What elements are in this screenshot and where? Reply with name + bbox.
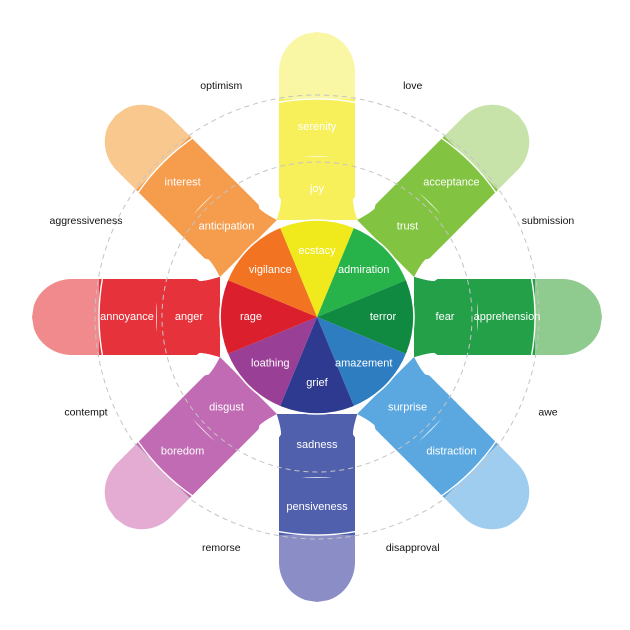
petal-anticipation-intensity-band (176, 176, 277, 277)
inner-ring-outline (219, 219, 415, 415)
petal-joy (276, 32, 358, 317)
label-annoyance: annoyance (100, 311, 154, 323)
label-distraction: distraction (426, 445, 476, 457)
emotion-labels: ecstacy joy serenity admiration trust accepta… (100, 121, 540, 513)
label-admiration: admiration (338, 264, 389, 276)
petal-anger (32, 276, 317, 358)
dyad-aggressiveness: aggressiveness (50, 215, 123, 227)
petal-anger-intensity-band (157, 276, 220, 358)
dyad-contempt: contempt (64, 406, 107, 418)
label-trust: trust (397, 220, 418, 232)
label-anger: anger (175, 311, 203, 323)
petal-trust-divider-2 (439, 136, 498, 195)
dyad-disapproval: disapproval (386, 542, 440, 554)
petal-sadness-intensity-band (276, 414, 358, 477)
petal-trust-inner-wedge (317, 227, 407, 317)
dyad-remorse: remorse (202, 542, 241, 554)
label-disgust: disgust (209, 401, 244, 413)
petal-fear-intensity-band (414, 276, 477, 358)
petal-disgust-outer-band (104, 444, 190, 530)
label-apprehension: apprehension (474, 311, 541, 323)
petal-disgust-divider-2 (136, 439, 195, 498)
dyad-awe: awe (538, 406, 557, 418)
petal-anticipation-outer-band (104, 104, 190, 190)
label-interest: interest (165, 177, 201, 189)
dyad-labels: love submission awe disapproval remorse conte… (50, 80, 575, 554)
petal-sadness-divider-2 (276, 530, 358, 536)
dyad-optimism: optimism (200, 80, 242, 92)
petal-trust-intensity-band (357, 176, 458, 277)
petal-fear (317, 276, 602, 358)
label-boredom: boredom (161, 445, 204, 457)
label-sadness: sadness (297, 439, 338, 451)
label-rage: rage (240, 311, 262, 323)
petal-anticipation-inner-wedge (227, 227, 317, 317)
label-fear: fear (436, 311, 455, 323)
petal-anger-inner-wedge (219, 279, 317, 355)
outer-dashed-ring (94, 94, 540, 540)
dyad-submission: submission (522, 215, 575, 227)
petal-sadness-inner-wedge (279, 317, 355, 415)
petal-disgust-intensity-band (176, 357, 277, 458)
label-anticipation: anticipation (199, 220, 255, 232)
label-vigilance: vigilance (249, 264, 292, 276)
petal-anger-outer-band (32, 279, 99, 355)
petal-joy-outer-band (279, 32, 355, 99)
petal-trust (317, 104, 530, 317)
label-acceptance: acceptance (423, 177, 479, 189)
petal-sadness-outer-band (279, 535, 355, 602)
dyad-love: love (403, 80, 422, 92)
petal-joy-intensity-band (276, 157, 358, 220)
petal-surprise (317, 317, 530, 530)
petal-anger-divider-2 (98, 276, 104, 358)
petal-fear-outer-band (535, 279, 602, 355)
petal-anticipation (104, 104, 317, 317)
petal-surprise-divider-2 (439, 439, 498, 498)
label-amazement: amazement (335, 358, 392, 370)
petal-fear-inner-wedge (317, 279, 415, 355)
label-grief: grief (306, 377, 328, 389)
petal-sadness (276, 317, 358, 602)
petal-surprise-inner-wedge (317, 317, 407, 407)
petal-surprise-intensity-band (357, 357, 458, 458)
label-surprise: surprise (388, 401, 427, 413)
petals (32, 32, 602, 602)
petal-joy-inner-wedge (279, 219, 355, 317)
label-terror: terror (370, 311, 397, 323)
label-pensiveness: pensiveness (286, 501, 348, 513)
petal-surprise-outer-band (444, 444, 530, 530)
label-serenity: serenity (298, 121, 337, 133)
label-joy: joy (309, 183, 325, 195)
label-loathing: loathing (251, 358, 290, 370)
label-ecstacy: ecstacy (298, 245, 336, 257)
petal-disgust-inner-wedge (227, 317, 317, 407)
petal-disgust (104, 317, 317, 530)
petal-joy-divider-2 (276, 98, 358, 104)
petal-fear-divider-2 (530, 276, 536, 358)
petal-trust-outer-band (444, 104, 530, 190)
inner-dashed-ring (161, 161, 473, 473)
petal-anticipation-divider-2 (136, 136, 195, 195)
